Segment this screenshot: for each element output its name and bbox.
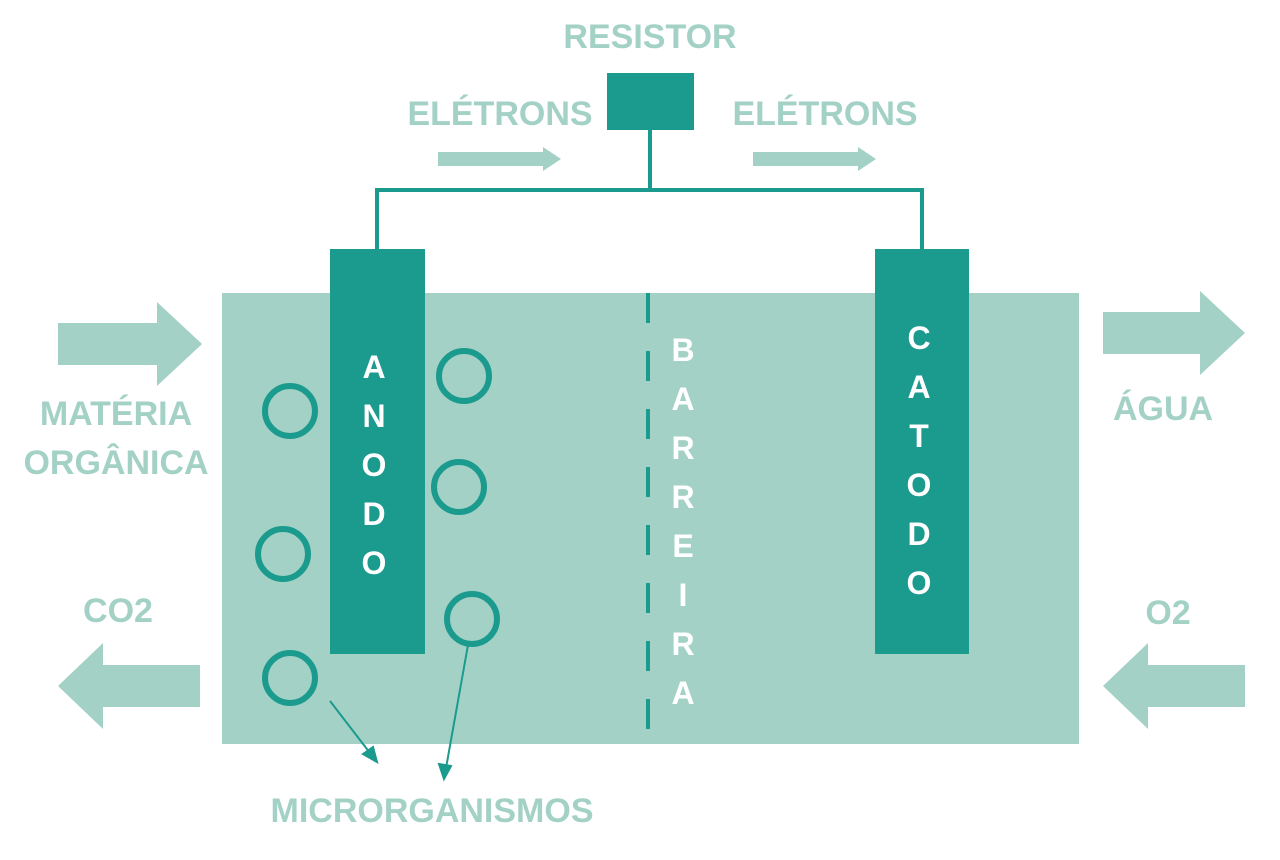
anode-letter: A: [362, 349, 385, 385]
anode-letter: O: [362, 447, 387, 483]
o2-arrow: [1103, 643, 1245, 729]
anode-letter: D: [362, 496, 385, 532]
electrons-left-label: ELÉTRONS: [407, 95, 592, 133]
microorganism-circle: [436, 348, 492, 404]
cathode-letter: O: [907, 565, 932, 601]
microorganism-circle: [255, 526, 311, 582]
water-label: ÁGUA: [1113, 390, 1213, 428]
barrier-letter: E: [672, 528, 693, 564]
anode-letter: O: [362, 545, 387, 581]
anode-letters: A N O D O: [362, 349, 387, 581]
anode-electrode: [330, 249, 425, 654]
resistor-label: RESISTOR: [563, 18, 736, 56]
barrier-letter: R: [671, 430, 694, 466]
electrons-right-arrow: [753, 147, 876, 171]
circuit-wire: [375, 130, 924, 250]
microorganism-circle: [431, 459, 487, 515]
electrons-right-label: ELÉTRONS: [732, 95, 917, 133]
cathode-letter: O: [907, 467, 932, 503]
co2-label: CO2: [83, 592, 153, 630]
barrier-letters: B A R R E I R A: [671, 332, 694, 711]
organic-matter-arrow: [58, 302, 202, 386]
cathode-letter: A: [907, 369, 930, 405]
co2-arrow: [58, 643, 200, 729]
barrier-letter: B: [671, 332, 694, 368]
cathode-letters: C A T O D O: [907, 320, 932, 601]
pointer-arrowhead: [437, 762, 453, 782]
barrier-letter: A: [671, 675, 694, 711]
electrons-left-arrow: [438, 147, 561, 171]
barrier-letter: I: [679, 577, 688, 613]
o2-label: O2: [1145, 594, 1190, 632]
microorganism-circle: [262, 650, 318, 706]
water-arrow: [1103, 291, 1245, 375]
pointer-arrowhead: [361, 745, 379, 765]
cathode-letter: D: [907, 516, 930, 552]
barrier-letter: R: [671, 626, 694, 662]
pointer-line: [329, 700, 371, 754]
resistor-box: [607, 73, 694, 130]
microorganism-pointers: [329, 644, 469, 782]
cathode-electrode: [875, 249, 969, 654]
barrier-letter: A: [671, 381, 694, 417]
pointer-line: [445, 644, 469, 769]
organic-matter-label-line1: MATÉRIA: [40, 395, 192, 433]
anode-letter: N: [362, 398, 385, 434]
microorganisms-label: MICRORGANISMOS: [271, 792, 594, 830]
barrier-letter: R: [671, 479, 694, 515]
microorganisms: [255, 348, 500, 706]
microorganism-circle: [444, 591, 500, 647]
cathode-letter: T: [909, 418, 929, 454]
organic-matter-label-line2: ORGÂNICA: [23, 444, 208, 482]
cathode-letter: C: [907, 320, 930, 356]
microorganism-circle: [262, 383, 318, 439]
